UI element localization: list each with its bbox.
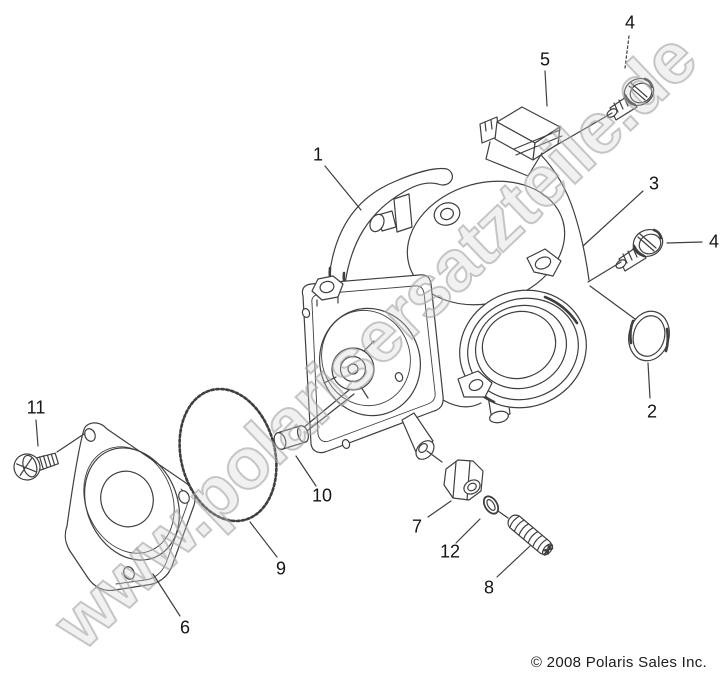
leader-11 xyxy=(35,419,39,447)
callout-10: 10 xyxy=(311,485,333,506)
callout-7: 7 xyxy=(411,516,423,537)
callout-2: 2 xyxy=(646,401,658,422)
leader-5 xyxy=(544,70,548,107)
gasket xyxy=(178,387,278,523)
leader-8 xyxy=(496,545,531,578)
flange-screw-side xyxy=(613,223,669,273)
leader-10 xyxy=(295,455,317,487)
callout-3: 3 xyxy=(648,173,660,194)
leader-2 xyxy=(647,362,651,399)
callout-12: 12 xyxy=(439,541,461,562)
callout-6: 6 xyxy=(179,617,191,638)
copyright-text: © 2008 Polaris Sales Inc. xyxy=(530,654,707,671)
callout-5: 5 xyxy=(539,49,551,70)
axis-lines xyxy=(56,112,636,519)
leader-12 xyxy=(455,518,481,544)
cover-plate xyxy=(64,422,196,592)
flange-screw-top xyxy=(604,72,660,122)
callout-4-top: 4 xyxy=(624,12,636,33)
pan-head-screw xyxy=(13,452,59,481)
leader-6 xyxy=(152,573,181,617)
leader-9 xyxy=(249,521,278,558)
callout-11: 11 xyxy=(26,397,46,418)
hex-nut xyxy=(443,459,484,501)
callout-8: 8 xyxy=(483,577,495,598)
throttle-position-sensor xyxy=(479,106,563,177)
callout-9: 9 xyxy=(275,558,287,579)
o-ring xyxy=(628,310,670,362)
dowel-pin xyxy=(273,425,309,450)
leader-4-side xyxy=(666,241,703,244)
threaded-stud xyxy=(507,514,554,556)
callout-1: 1 xyxy=(312,144,324,165)
throttle-body xyxy=(299,154,590,460)
leader-3 xyxy=(582,190,644,247)
leader-lines xyxy=(35,35,703,617)
leader-7 xyxy=(427,500,452,518)
callout-4-side: 4 xyxy=(708,231,720,252)
leader-1 xyxy=(324,165,362,211)
washer xyxy=(482,495,500,515)
leader-4-top xyxy=(624,35,630,69)
